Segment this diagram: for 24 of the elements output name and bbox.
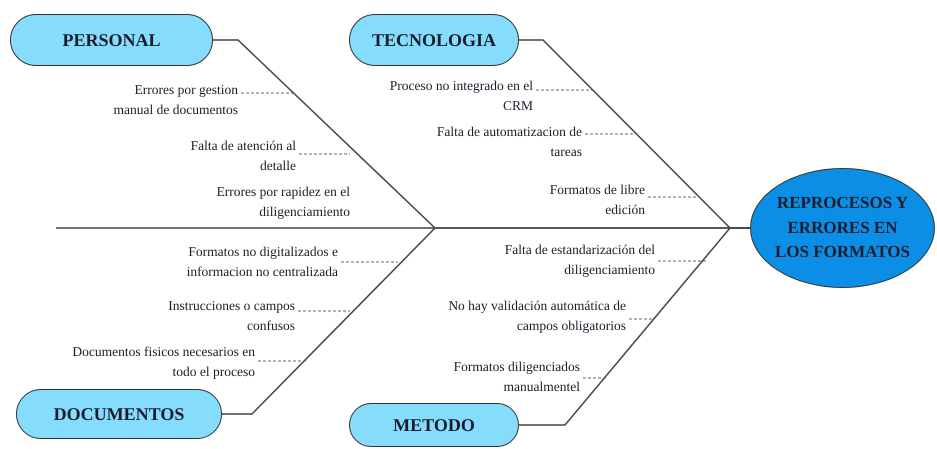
cause-text: Proceso no integrado en el CRM	[383, 76, 533, 116]
leader-line	[648, 196, 700, 198]
category-box: DOCUMENTOS	[16, 389, 222, 439]
leader-line	[240, 92, 294, 94]
leader-line	[258, 360, 308, 362]
cause-text: Falta de atención al detalle	[160, 136, 296, 176]
category-box: METODO	[349, 403, 519, 447]
category-box: TECNOLOGIA	[349, 14, 519, 66]
cause-text: Formatos diligenciados manualmentel	[430, 357, 580, 396]
cause-text: Errores por rapidez en el diligenciamiento	[206, 182, 350, 222]
cause-text: Falta de automatizacion de tareas	[410, 122, 582, 162]
leader-line	[658, 260, 708, 262]
effect-ellipse: REPROCESOS Y ERRORES EN LOS FORMATOS	[750, 168, 935, 288]
leader-line	[628, 318, 654, 320]
cause-text: Formatos no digitalizados e informacion no centralizada	[160, 242, 338, 282]
leader-line	[298, 310, 350, 312]
cause-text: Documentos fisicos necesarios en todo el proceso	[48, 342, 255, 382]
cause-text: Instrucciones o campos confusos	[150, 296, 295, 336]
cause-text: Errores por gestion manual de documentos	[108, 80, 238, 120]
category-box: PERSONAL	[10, 14, 213, 66]
cause-text: Falta de estandarización del diligenciamiento	[470, 240, 655, 280]
fishbone-branch	[519, 227, 750, 426]
cause-text: Formatos de libre edición	[540, 180, 645, 220]
cause-text: No hay validación automática de campos obligatorios	[408, 296, 626, 336]
